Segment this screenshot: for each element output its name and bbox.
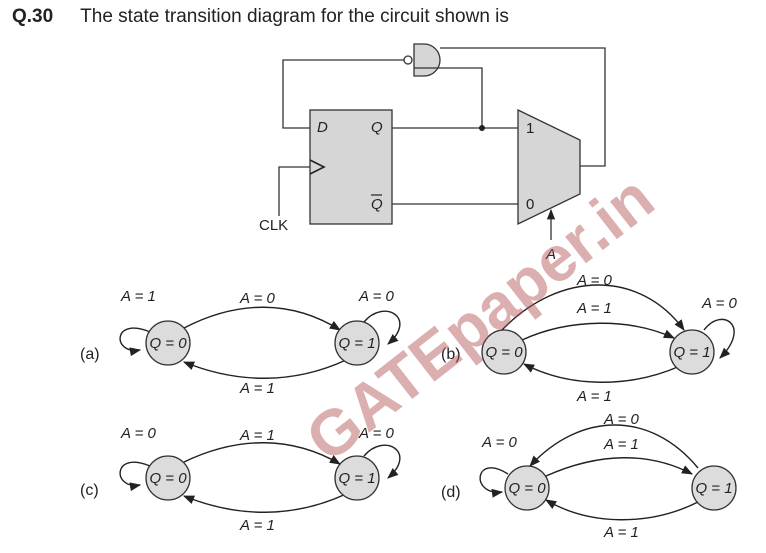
label-self1: A = 0	[701, 295, 738, 312]
label-top: A = 1	[239, 427, 275, 444]
state-q0	[145, 320, 191, 366]
ff-qbar-label: Q	[371, 196, 383, 213]
nand-bubble	[403, 55, 413, 65]
transition-q0-to-q1-upper	[501, 284, 685, 331]
state-q0	[481, 329, 527, 375]
transition-q0-to-q1	[183, 306, 341, 331]
junction-dot	[479, 125, 485, 131]
state-q1	[334, 455, 380, 501]
mux-sel-label: A	[545, 246, 556, 263]
option-label: (d)	[441, 484, 461, 501]
state-q1	[669, 329, 715, 375]
transition-q1-to-q0-lower	[545, 499, 699, 521]
question: Q.30 The state transition diagram for th…	[12, 6, 509, 28]
transition-q1-to-q0-upper	[529, 424, 699, 469]
wire-mux-out-feedback	[440, 47, 606, 167]
label-top2: A = 1	[576, 300, 612, 317]
transition-q0-to-q1	[545, 457, 693, 477]
state-q1-label: Q = 1	[338, 335, 375, 352]
label-self1: A = 0	[358, 288, 395, 305]
option-c[interactable]: (c) Q = 0 Q = 1 A = 0 A = 1 A = 0 A = 1	[80, 425, 401, 534]
wire-q-to-nand	[414, 67, 483, 128]
transition-q1-to-q0	[523, 363, 681, 383]
label-self0: A = 1	[120, 288, 156, 305]
multiplexer	[517, 108, 581, 226]
state-q0-label: Q = 0	[508, 480, 546, 497]
option-d[interactable]: (d) Q = 0 Q = 1 A = 0 A = 0 A = 1 A = 1	[441, 411, 737, 541]
self-loop-q1	[363, 310, 401, 345]
question-text: The state transition diagram for the cir…	[80, 6, 509, 27]
nand-gate	[413, 43, 441, 77]
self-loop-q0	[119, 327, 151, 357]
mux-in1-label: 1	[526, 120, 534, 137]
label-top: A = 0	[239, 290, 276, 307]
transition-q1-to-q0	[182, 493, 347, 513]
state-q0	[504, 465, 550, 511]
option-b[interactable]: (b) Q = 0 Q = 1 A = 0 A = 1 A = 0 A = 1	[441, 272, 738, 405]
label-bottom: A = 1	[603, 524, 639, 541]
transition-q1-to-q0	[182, 359, 347, 379]
state-q1-label: Q = 1	[695, 480, 732, 497]
state-q1-label: Q = 1	[673, 344, 710, 361]
state-q0-label: Q = 0	[149, 470, 187, 487]
label-bottom: A = 1	[576, 388, 612, 405]
transition-q0-to-q1	[183, 442, 341, 465]
option-label: (c)	[80, 482, 99, 499]
label-top1: A = 0	[576, 272, 613, 289]
state-q0-label: Q = 0	[149, 335, 187, 352]
label-self1: A = 0	[358, 425, 395, 442]
label-self0: A = 0	[120, 425, 157, 442]
self-loop-q1	[363, 444, 401, 479]
clock-triangle	[309, 159, 326, 175]
self-loop-q1	[703, 318, 735, 359]
option-label: (a)	[80, 346, 100, 363]
mux-in0-label: 0	[526, 196, 534, 213]
clk-label: CLK	[259, 217, 288, 234]
transition-q0-to-q1-lower	[521, 322, 676, 341]
wire-nand-to-d	[282, 59, 404, 129]
state-q0	[145, 455, 191, 501]
wire-clk	[278, 166, 310, 216]
label-self0: A = 0	[481, 434, 518, 451]
circuit: D Q Q CLK 1 0 A	[259, 43, 606, 263]
state-q1-label: Q = 1	[338, 470, 375, 487]
ff-d-label: D	[317, 119, 328, 136]
ff-q-label: Q	[371, 119, 383, 136]
label-bottom: A = 1	[239, 517, 275, 534]
state-q1	[334, 320, 380, 366]
self-loop-q0	[479, 467, 509, 498]
option-label: (b)	[441, 346, 461, 363]
state-q0-label: Q = 0	[485, 344, 523, 361]
option-a[interactable]: (a) Q = 0 Q = 1 A = 1 A = 0 A = 0 A = 1	[80, 288, 401, 397]
label-top1: A = 0	[603, 411, 640, 428]
state-q1	[691, 465, 737, 511]
label-bottom: A = 1	[239, 380, 275, 397]
question-number: Q.30	[12, 6, 54, 27]
self-loop-q0	[119, 461, 151, 492]
label-top2: A = 1	[603, 436, 639, 453]
